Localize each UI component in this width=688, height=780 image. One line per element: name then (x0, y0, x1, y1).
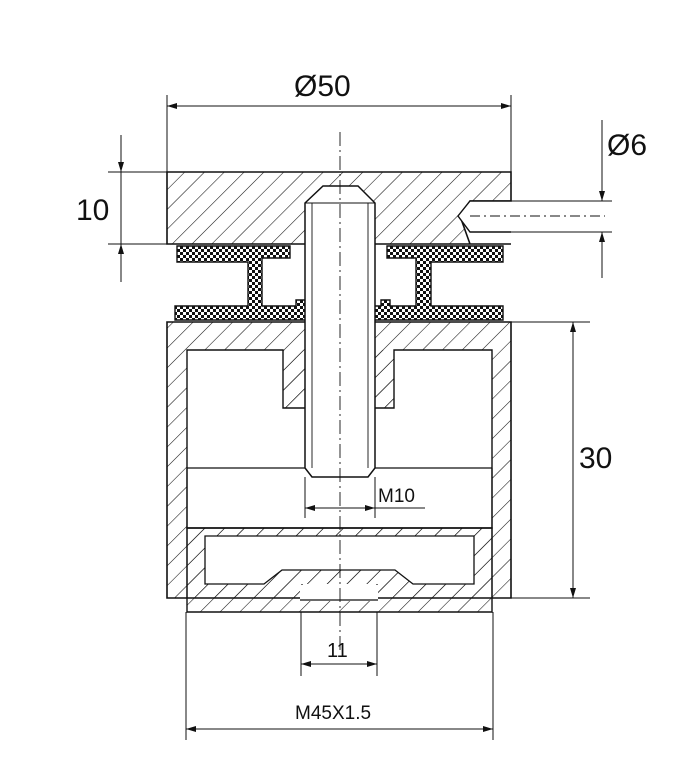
dim-bolt-thread: M10 (304, 477, 425, 518)
top-plate (166, 171, 605, 245)
dim-body-height: 30 (511, 321, 612, 599)
base-thread-label: M45X1.5 (295, 703, 371, 724)
side-hole-label: Ø6 (607, 129, 647, 162)
bottom-opening-label: 11 (327, 640, 348, 662)
top-diameter-label: Ø50 (294, 70, 351, 103)
side-hole (457, 200, 511, 233)
dim-bottom-opening: 11 (300, 612, 378, 676)
plate-thickness-label: 10 (76, 194, 109, 227)
dim-base-thread: M45X1.5 (185, 612, 494, 740)
body-height-label: 30 (579, 442, 612, 475)
rubber-gasket (174, 245, 504, 321)
dim-side-hole: Ø6 (511, 120, 647, 278)
base-insert (186, 527, 493, 613)
dim-plate-thickness: 10 (76, 135, 167, 282)
dim-top-diameter: Ø50 (166, 70, 512, 172)
bolt-thread-label: M10 (378, 486, 415, 507)
